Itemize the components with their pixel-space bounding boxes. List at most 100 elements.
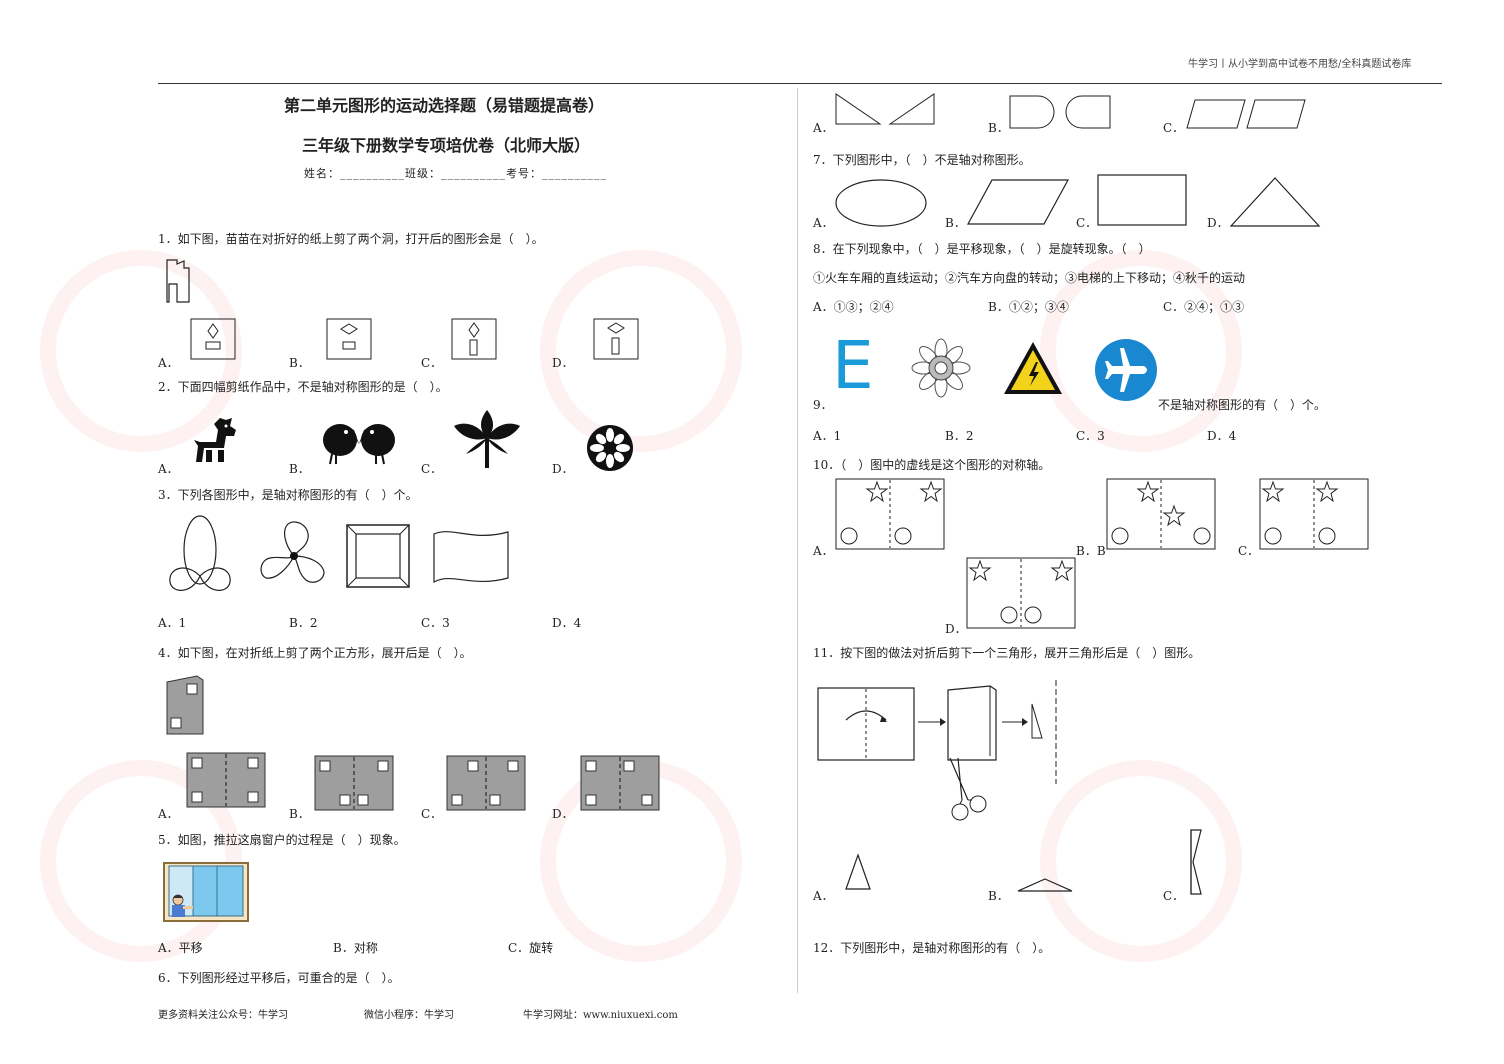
question-4-text: 4．如下图，在对折纸上剪了两个正方形，展开后是（ ）。 (158, 646, 472, 660)
q1-option-d-figure[interactable] (593, 318, 639, 360)
question-8-items: ①火车车厢的直线运动；②汽车方向盘的转动；③电梯的上下移动；④秋千的运动 (813, 271, 1246, 285)
q3-option-c[interactable]: C．3 (421, 616, 450, 630)
header-rule (158, 83, 1442, 84)
column-divider (797, 88, 798, 993)
doc-title-1: 第二单元图形的运动选择题（易错题提高卷） (284, 96, 605, 115)
q8-option-b[interactable]: B．①②；③④ (988, 300, 1069, 314)
q11-option-b-figure[interactable] (1016, 876, 1074, 894)
q7-option-d[interactable]: D． (1207, 216, 1229, 230)
footer-website-link[interactable]: 牛学习网址：www.niuxuexi.com (523, 1010, 678, 1021)
q3-fan-figure (260, 521, 325, 583)
question-9-text: 不是轴对称图形的有（ ）个。 (1158, 398, 1327, 412)
q9-option-d[interactable]: D．4 (1207, 429, 1237, 443)
q4-option-a[interactable]: A． (158, 807, 179, 821)
question-8-text: 8．在下列现象中，（ ）是平移现象，（ ）是旋转现象。（ ） (813, 242, 1151, 256)
q1-option-c-figure[interactable] (451, 318, 497, 360)
q2-giraffe-papercut-figure[interactable] (190, 416, 242, 466)
header-site-text: 牛学习丨从小学到高中试卷不用愁/全科真题试卷库 (1188, 59, 1412, 70)
q3-option-b[interactable]: B．2 (289, 616, 318, 630)
q1-option-c[interactable]: C． (421, 356, 443, 370)
q10-option-c-figure[interactable] (1259, 478, 1371, 552)
q11-folding-process-figure (817, 680, 1057, 821)
q2-flower-papercut-figure[interactable] (452, 408, 522, 470)
q7-option-c[interactable]: C． (1076, 216, 1098, 230)
q6-option-c[interactable]: C． (1163, 121, 1185, 135)
q1-option-d[interactable]: D． (552, 356, 574, 370)
q3-option-a[interactable]: A．1 (158, 616, 187, 630)
q5-option-b[interactable]: B．对称 (333, 941, 378, 955)
q1-option-b-figure[interactable] (326, 318, 372, 360)
q2-option-b[interactable]: B． (289, 462, 310, 476)
q2-option-d[interactable]: D． (552, 462, 574, 476)
q6-option-a[interactable]: A． (813, 121, 834, 135)
question-3-text: 3．下列各图形中，是轴对称图形的有（ ）个。 (158, 488, 418, 502)
q9-airplane-sign-figure (1095, 339, 1157, 401)
q9-option-b[interactable]: B．2 (945, 429, 974, 443)
q5-option-a[interactable]: A．平移 (158, 941, 203, 955)
student-info-line: 姓名：__________班级：__________考号：__________ (304, 167, 607, 180)
q2-birds-papercut-figure[interactable] (318, 416, 400, 466)
q7-option-a[interactable]: A． (813, 216, 834, 230)
q3-three-loop-knot-figure (169, 515, 231, 591)
q6-option-c-figure[interactable] (1185, 98, 1309, 132)
q4-option-b[interactable]: B． (289, 807, 310, 821)
q8-option-c[interactable]: C．②④；①③ (1163, 300, 1245, 314)
q8-option-a[interactable]: A．①③；②④ (813, 300, 894, 314)
q9-option-c[interactable]: C．3 (1076, 429, 1105, 443)
q7-ellipse-figure[interactable] (834, 178, 928, 228)
q3-option-d[interactable]: D．4 (552, 616, 582, 630)
q6-option-b-figure[interactable] (1008, 94, 1114, 130)
q11-option-b[interactable]: B． (988, 889, 1009, 903)
q10-option-c[interactable]: C． (1238, 544, 1260, 558)
q10-option-a-figure[interactable] (835, 478, 947, 552)
q2-round-papercut-figure[interactable] (584, 424, 636, 472)
q11-option-a[interactable]: A． (813, 889, 834, 903)
watermark-logo (540, 250, 742, 452)
q10-option-a[interactable]: A． (813, 544, 834, 558)
q4-option-d[interactable]: D． (552, 807, 574, 821)
q6-option-b[interactable]: B． (988, 121, 1009, 135)
q10-option-b-figure[interactable] (1106, 478, 1218, 552)
q1-option-a[interactable]: A． (158, 356, 179, 370)
q9-option-a[interactable]: A．1 (813, 429, 842, 443)
q5-option-c[interactable]: C．旋转 (508, 941, 554, 955)
q3-picture-frame-figure (346, 524, 410, 588)
q10-option-d-figure[interactable] (966, 557, 1078, 631)
watermark-logo (1040, 760, 1242, 962)
question-10-text: 10．（ ）图中的虚线是这个图形的对称轴。 (813, 458, 1051, 472)
q9-letter-e-figure: E (832, 327, 874, 404)
q11-option-c[interactable]: C． (1163, 889, 1185, 903)
q4-option-a-figure[interactable] (186, 752, 266, 808)
doc-title-2: 三年级下册数学专项培优卷（北师大版） (302, 136, 591, 155)
q7-rectangle-figure[interactable] (1097, 174, 1187, 226)
q6-option-a-figure[interactable] (834, 92, 938, 128)
q4-option-b-figure[interactable] (314, 755, 394, 811)
question-5-text: 5．如图，推拉这扇窗户的过程是（ ）现象。 (158, 833, 406, 847)
q7-parallelogram-figure[interactable] (966, 178, 1070, 226)
q2-option-a[interactable]: A． (158, 462, 179, 476)
footer-mini-program: 微信小程序：牛学习 (364, 1010, 454, 1021)
q9-warning-sign-figure (1004, 342, 1062, 394)
q1-option-a-figure[interactable] (190, 318, 236, 360)
q4-option-c[interactable]: C． (421, 807, 443, 821)
question-2-text: 2．下面四幅剪纸作品中，不是轴对称图形的是（ ）。 (158, 380, 448, 394)
q3-flag-figure (433, 531, 509, 584)
q10-option-d[interactable]: D． (945, 622, 967, 636)
q7-triangle-figure[interactable] (1229, 176, 1321, 228)
question-11-text: 11．按下图的做法对折后剪下一个三角形，展开三角形后是（ ）图形。 (813, 646, 1201, 660)
q5-sliding-window-figure (163, 862, 249, 922)
q11-option-c-figure[interactable] (1188, 828, 1204, 896)
q4-option-d-figure[interactable] (580, 755, 660, 811)
q11-option-a-figure[interactable] (844, 853, 872, 893)
question-1-text: 1．如下图，苗苗在对折好的纸上剪了两个洞，打开后的图形会是（ ）。 (158, 232, 544, 246)
question-12-text: 12．下列图形中，是轴对称图形的有（ ）。 (813, 941, 1051, 955)
q10-option-b[interactable]: B．B (1076, 544, 1106, 558)
question-6-text: 6．下列图形经过平移后，可重合的是（ ）。 (158, 971, 400, 985)
question-7-text: 7．下列图形中，（ ）不是轴对称图形。 (813, 153, 1031, 167)
q4-option-c-figure[interactable] (446, 755, 526, 811)
q4-folded-gray-paper-figure (166, 675, 204, 735)
q1-folded-paper-figure (166, 259, 190, 303)
q1-option-b[interactable]: B． (289, 356, 310, 370)
q7-option-b[interactable]: B． (945, 216, 966, 230)
q2-option-c[interactable]: C． (421, 462, 443, 476)
